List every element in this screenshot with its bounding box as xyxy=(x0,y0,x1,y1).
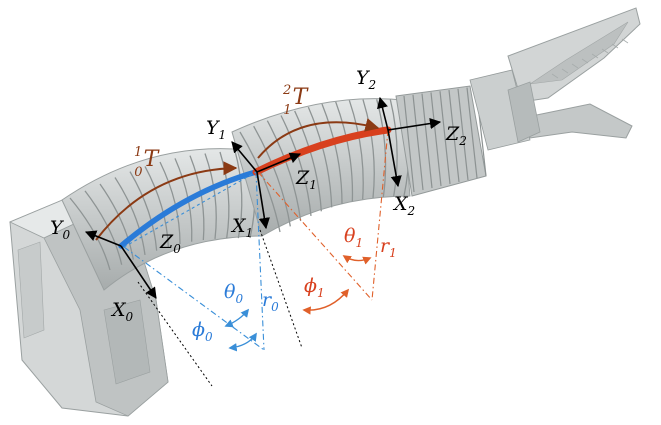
r-0-label: r0 xyxy=(262,289,279,314)
bellows-rib xyxy=(189,155,205,241)
gear-tooth xyxy=(439,91,451,185)
gripper-slot xyxy=(591,53,599,59)
bellows-rib xyxy=(204,153,217,240)
segment-0-backbone-arc xyxy=(118,169,259,249)
gripper-slot xyxy=(621,38,629,44)
gripper-slot xyxy=(601,48,609,54)
transform-0-arrow xyxy=(95,161,238,241)
phi-1-arc xyxy=(302,288,350,315)
bellows-rib xyxy=(348,100,364,200)
gripper-slot xyxy=(611,43,619,49)
gear-tooth xyxy=(457,88,469,181)
theta-0-arc xyxy=(224,308,250,328)
bellows-rib xyxy=(219,151,230,239)
frame-0-axes xyxy=(84,230,157,299)
gear-tooth xyxy=(430,92,442,187)
bellows-rib xyxy=(321,103,343,205)
gear-tooth xyxy=(412,94,424,191)
bellows-rib xyxy=(307,106,333,208)
frame-2-y-label: Y2 xyxy=(356,67,376,92)
gear-tooth xyxy=(448,89,460,183)
segment-1-dotted-axis xyxy=(259,229,303,349)
bellows-rib xyxy=(159,161,181,245)
gear-tooth xyxy=(403,95,415,193)
bellows-rib xyxy=(280,115,312,216)
frame-1-axes xyxy=(231,141,302,230)
bellows-rib xyxy=(114,177,146,256)
frame-0-y-label: Y0 xyxy=(50,217,71,242)
phi-1-label: ϕ1 xyxy=(304,275,325,300)
segment-1-backbone-arc xyxy=(252,126,392,176)
bellows-rib xyxy=(144,166,169,248)
frame-2-z-label: Z2 xyxy=(445,123,467,148)
gear-tooth xyxy=(421,93,433,189)
bellows-rib xyxy=(266,120,302,222)
segment-0-dotted-axis xyxy=(137,281,213,387)
frame-1-z-label: Z1 xyxy=(295,167,317,192)
bellows-rib xyxy=(84,190,123,265)
bellows-rib xyxy=(234,150,243,239)
theta-1-label: θ1 xyxy=(344,225,363,250)
phi-0-arc xyxy=(228,332,257,352)
theta-1-arc xyxy=(342,255,372,265)
frame-1-x-label: X1 xyxy=(230,215,253,240)
gripper xyxy=(507,7,641,143)
gripper-slot xyxy=(551,73,559,79)
frame-2-axes xyxy=(377,96,442,188)
frame-0-x-label: X0 xyxy=(110,299,134,324)
bellows-rib xyxy=(335,101,354,202)
gripper-slot xyxy=(581,58,589,64)
bellows-rib xyxy=(239,131,281,233)
gear-tooth xyxy=(466,87,478,179)
theta-0-label: θ0 xyxy=(224,281,243,306)
gripper-slot xyxy=(571,63,579,69)
phi-0-label: ϕ0 xyxy=(192,319,213,344)
frame-0-z-label: Z0 xyxy=(159,231,181,256)
bellows-rib xyxy=(362,99,375,198)
transform-1-arrow xyxy=(257,118,380,159)
bellows-rib xyxy=(253,125,291,227)
bellows-rib xyxy=(129,171,158,251)
frame-1-y-label: Y1 xyxy=(206,117,226,142)
gripper-slot xyxy=(561,68,569,74)
segment-1-geometry xyxy=(257,129,389,301)
bellows-rib xyxy=(294,110,322,212)
frame-2-x-label: X2 xyxy=(392,193,415,218)
r-1-label: r1 xyxy=(380,235,397,260)
